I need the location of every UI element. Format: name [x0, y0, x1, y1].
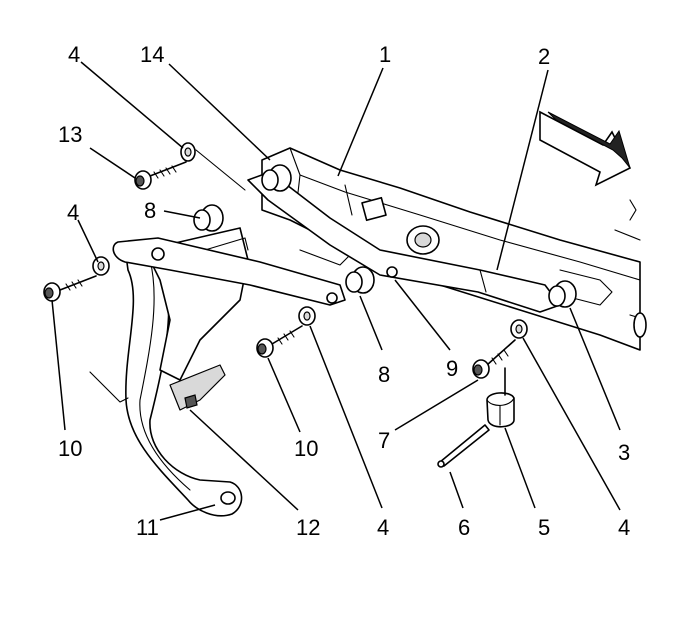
bolt-10-center — [256, 325, 303, 358]
callout-4-bottom-right: 4 — [618, 515, 631, 540]
callout-4-left: 4 — [67, 200, 80, 225]
bolt-10-left — [43, 275, 97, 302]
callout-4-top: 4 — [68, 42, 81, 67]
callout-2: 2 — [538, 44, 551, 69]
callout-6: 6 — [458, 515, 471, 540]
callout-8-left: 8 — [144, 198, 157, 223]
lever-arm — [112, 237, 346, 306]
callout-4-bottom-center: 4 — [377, 515, 390, 540]
callout-10-center: 10 — [294, 436, 319, 461]
callout-11: 11 — [136, 515, 159, 540]
bolt-7 — [472, 339, 516, 379]
bushings — [193, 164, 577, 308]
callout-13: 13 — [58, 122, 83, 147]
callout-7: 7 — [378, 428, 391, 453]
direction-arrow — [539, 110, 632, 187]
callout-8-center: 8 — [378, 362, 391, 387]
leader-lines — [51, 61, 621, 521]
callout-12: 12 — [296, 515, 321, 540]
clip-and-pin — [437, 367, 515, 468]
callout-9: 9 — [446, 356, 459, 381]
callout-3: 3 — [618, 440, 631, 465]
support-bracket — [261, 147, 647, 351]
callout-14: 14 — [140, 42, 165, 67]
bolt-13 — [134, 161, 187, 190]
callout-10-left: 10 — [58, 436, 83, 461]
bolts — [43, 149, 516, 379]
callout-5: 5 — [538, 515, 551, 540]
callout-1: 1 — [379, 42, 392, 67]
